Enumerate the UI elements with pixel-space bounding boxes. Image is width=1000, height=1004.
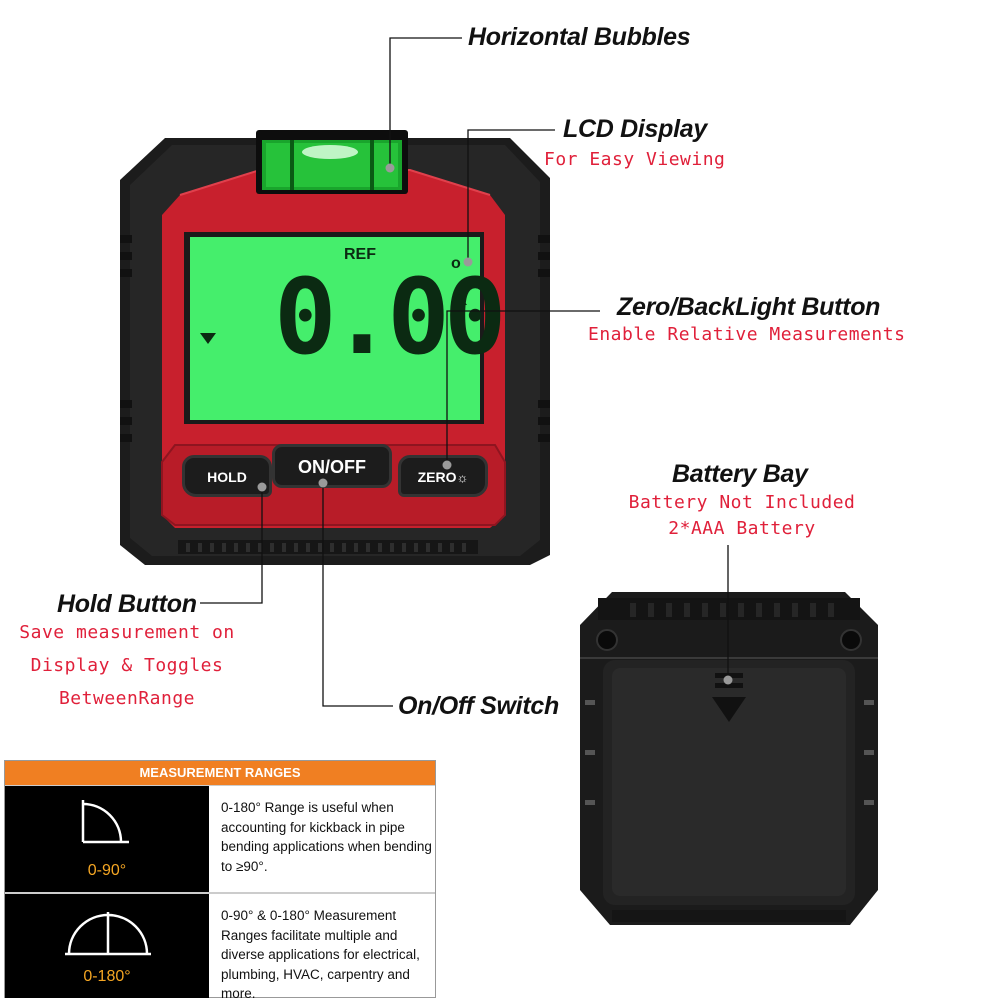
range-icon-cell: 0-180° [5, 894, 209, 998]
measurement-ranges-table: MEASUREMENT RANGES 0-90° 0-180° Range is… [4, 760, 436, 1001]
callout-hold-button-line-3: BetweenRange [58, 688, 196, 709]
half-angle-icon [65, 912, 151, 956]
range-description: 0-180° Range is useful when accounting f… [221, 800, 432, 874]
onoff-button[interactable]: ON/OFF [272, 444, 392, 488]
callout-battery-bay-line-1: Battery Not Included [628, 492, 856, 513]
zero-button[interactable]: ZERO☼ [398, 455, 488, 497]
callout-hold-button-line-1: Save measurement on [19, 622, 235, 643]
callout-lcd-display-title: LCD Display [563, 115, 707, 143]
measurement-ranges-header: MEASUREMENT RANGES [5, 761, 435, 785]
range-icon-cell: 0-90° [5, 786, 209, 892]
quarter-angle-icon [81, 800, 129, 844]
hold-button-label: HOLD [207, 469, 247, 485]
range-label: 0-180° [83, 968, 131, 985]
lcd-ref-label: REF [344, 246, 376, 263]
callout-hold-button-title: Hold Button [57, 590, 197, 618]
table-row: 0-90° 0-180° Range is useful when accoun… [5, 785, 435, 892]
callout-lcd-display-subtitle: For Easy Viewing [544, 149, 726, 170]
sun-icon: ☼ [456, 470, 469, 485]
arrow-down-icon [200, 333, 216, 344]
table-row: 0-180° 0-90° & 0-180° Measurement Ranges… [5, 892, 435, 1001]
callout-battery-bay-line-2: 2*AAA Battery [668, 518, 816, 539]
range-description: 0-90° & 0-180° Measurement Ranges facili… [221, 908, 420, 1001]
onoff-button-label: ON/OFF [298, 457, 366, 477]
lcd-unit-indicator: o [451, 255, 461, 272]
callout-horizontal-bubbles-title: Horizontal Bubbles [468, 23, 691, 51]
callout-hold-button-line-2: Display & Toggles [30, 655, 224, 676]
callout-onoff-switch-title: On/Off Switch [398, 692, 559, 720]
callout-battery-bay-title: Battery Bay [672, 460, 808, 488]
callout-zero-backlight-title: Zero/BackLight Button [617, 293, 881, 321]
callout-zero-backlight-subtitle: Enable Relative Measurements [588, 324, 906, 345]
lcd-reading: 0.00 [274, 256, 506, 378]
arrow-up-icon [451, 294, 467, 305]
range-label: 0-90° [87, 862, 127, 879]
zero-button-label: ZERO [417, 469, 457, 485]
hold-button[interactable]: HOLD [182, 455, 272, 497]
